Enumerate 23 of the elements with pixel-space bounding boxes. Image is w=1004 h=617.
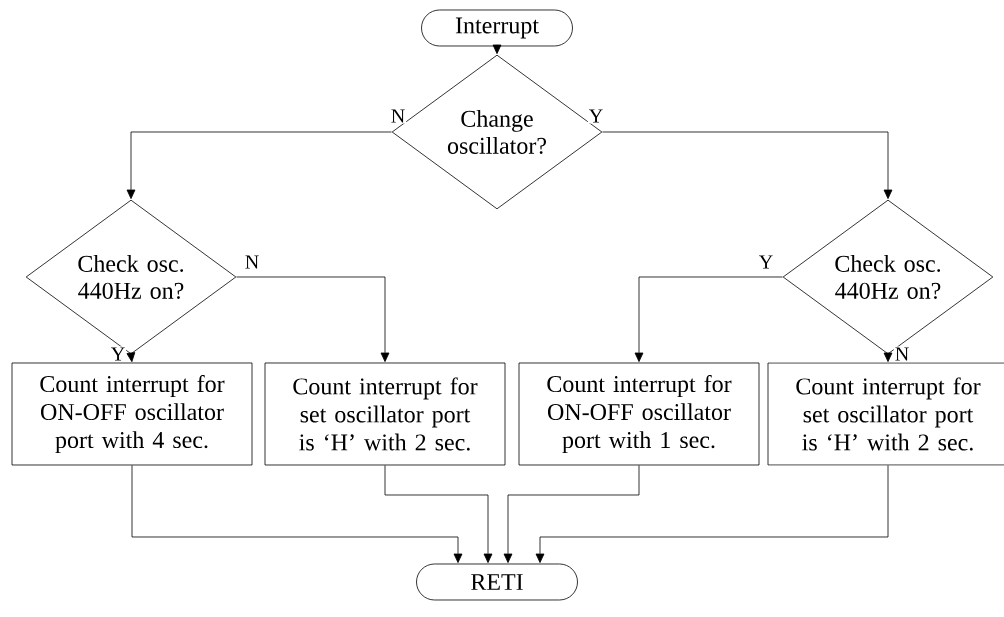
process-box: Count interrupt for ON-OFF oscillator port with 1 sec. [518,362,760,466]
arrow [384,465,493,563]
process-box: Count interrupt for ON-OFF oscillator port with 4 sec. [11,362,253,466]
edge-label: N [389,108,407,124]
process-box: Count interrupt for set oscillator port is ‘H’ with 2 sec. [264,362,506,466]
edge-label: Y [109,346,127,362]
terminal-box: RETI [416,563,578,601]
arrow [634,276,783,362]
edge-label: N [243,254,261,270]
arrow [503,465,640,563]
arrow [126,352,136,363]
process-box: Count interrupt for set oscillator port is ‘H’ with 2 sec. [767,362,1004,466]
edge-label: N [893,346,911,362]
edge-label: Y [757,254,775,270]
edge-label: Y [587,108,605,124]
arrow [131,465,463,563]
arrow [236,276,390,362]
arrow [126,131,392,199]
arrow [535,465,889,563]
arrow [883,352,893,362]
arrow [492,44,502,55]
arrow [602,131,893,199]
terminal-box: Interrupt [421,9,573,47]
